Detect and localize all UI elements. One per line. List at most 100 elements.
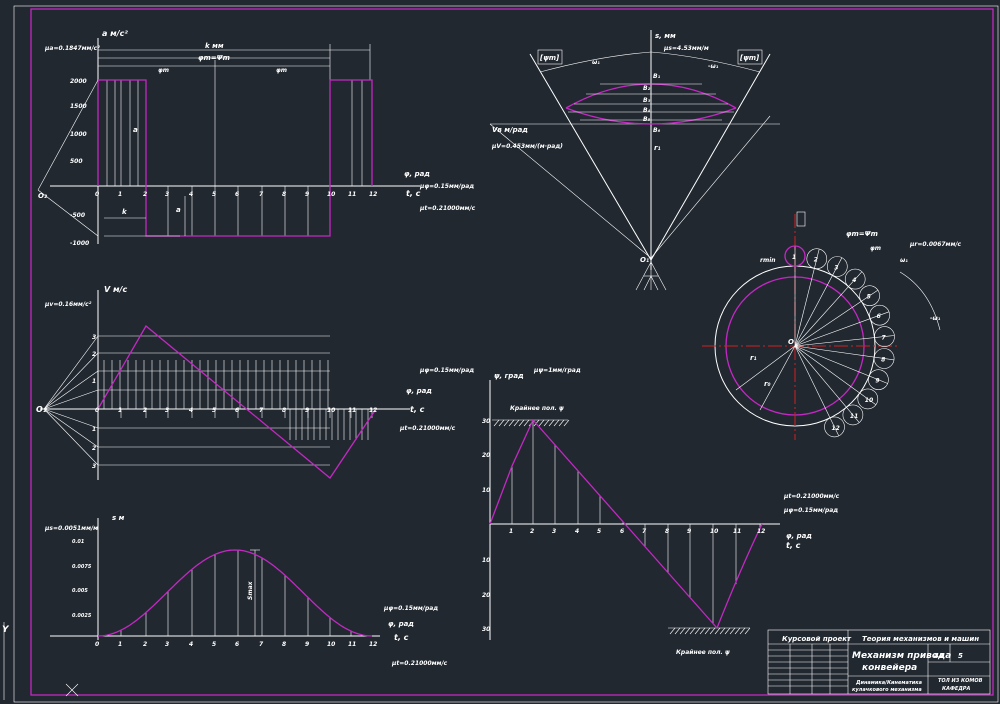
vel-ytick: 2: [92, 351, 96, 358]
angle-stop-top: Крайнее пол. ψ: [510, 405, 564, 412]
vel-xtick: 8: [282, 407, 286, 414]
cam-roller-num: 4: [852, 277, 856, 284]
angle-ytick: 30: [482, 626, 490, 633]
accel-xtick: 2: [143, 191, 147, 198]
disp-xtick: 12: [369, 641, 377, 648]
tb-subtitle-1: Динамика/Кинематика: [855, 680, 923, 686]
vel-fan-ray: [43, 335, 99, 410]
accel-ytick: 2000: [70, 78, 87, 85]
cam-ray: [794, 345, 840, 437]
accel-ytick: 1000: [70, 131, 87, 138]
tb-subtitle-2: кулачкового механизма: [852, 687, 922, 693]
accel-axis-t: t, с: [406, 189, 421, 198]
accel-ytick: -500: [70, 212, 85, 219]
cam-roller-num: 7: [882, 335, 887, 342]
fan-r-label: r₁: [654, 144, 661, 152]
disp-xtick: 11: [348, 641, 356, 648]
cam-roller: [874, 326, 895, 347]
cam-ray: [794, 257, 843, 347]
fan-point-5: B₅: [643, 116, 651, 123]
accel-xtick: 11: [348, 191, 356, 198]
angle-axis-phi: φ, рад: [786, 532, 812, 540]
disp-xtick: 3: [165, 641, 169, 648]
cam-roller: [842, 404, 864, 426]
accel-ytick: -1000: [70, 240, 89, 247]
angle-hatch: [729, 627, 736, 635]
angle-hatch: [719, 627, 726, 635]
tb-doc-type: Курсовой проект: [782, 635, 852, 643]
angle-hatch: [558, 419, 565, 427]
accel-y-label: a м/с²: [102, 29, 128, 38]
vel-xtick: 11: [348, 407, 356, 414]
disp-xtick: 5: [212, 641, 216, 648]
fan-omega-right: -ω₁: [708, 63, 719, 70]
angle-hatch: [694, 627, 701, 635]
vel-scale-label: μv=0.16мм/с²: [44, 301, 92, 308]
cam-rmin: rmin: [760, 257, 776, 264]
angle-xtick: 3: [552, 528, 556, 535]
tb-subject: Теория механизмов и машин: [862, 635, 979, 643]
vel-ytick: 3: [92, 334, 96, 341]
cam-roller-num: 5: [867, 294, 871, 301]
disp-ytick: 0.01: [72, 539, 84, 545]
angle-hatch: [704, 627, 711, 635]
angle-hatch: [508, 419, 515, 427]
cam-ray: [794, 345, 877, 406]
cam-roller: [784, 245, 806, 267]
angle-scale-t: μt=0.21000мм/с: [783, 493, 840, 500]
fan-base-support: [635, 261, 667, 291]
accel-ytick: 1500: [70, 103, 87, 110]
fan-base: O₁: [640, 256, 649, 264]
outer-frame: [13, 5, 999, 703]
angle-scale-label: μψ=1мм/град: [533, 367, 581, 374]
angle-hatch: [538, 419, 545, 427]
disp-xtick: 8: [282, 641, 286, 648]
angle-plot: ψ, град μψ=1мм/град Крайнее пол. ψ Крайн…: [482, 367, 840, 656]
disp-ytick: 0.005: [72, 588, 88, 594]
angle-xtick: 9: [687, 528, 691, 535]
cam-roller-num: 3: [834, 265, 838, 272]
angle-hatch: [669, 627, 676, 635]
disp-axis-phi: φ, рад: [388, 620, 414, 628]
disp-scale-phi: μφ=0.15мм/рад: [383, 605, 438, 612]
fan-point-6: B₆: [653, 127, 661, 134]
cam-roller: [859, 285, 880, 307]
disp-xtick: 9: [305, 641, 309, 648]
angle-stop-bottom: Крайнее пол. ψ: [676, 649, 730, 656]
vel-xtick: 10: [327, 407, 335, 414]
fan-point-1: B₁: [653, 73, 661, 80]
angle-xtick: 8: [665, 528, 669, 535]
cam-ray: [794, 345, 888, 384]
accel-xtick: 10: [327, 191, 335, 198]
angle-hatch: [744, 627, 751, 635]
cam-roller: [826, 256, 848, 277]
cam-ray: [794, 311, 890, 347]
tb-title-2: конвейера: [862, 663, 917, 673]
accel-phi-left: φm: [158, 67, 169, 74]
cam-ray: [794, 345, 895, 361]
disp-y-label: s м: [112, 514, 125, 522]
angle-xtick: 6: [620, 528, 624, 535]
angle-hatch: [679, 627, 686, 635]
angle-hatch: [518, 419, 525, 427]
vel-y-label: V м/с: [104, 285, 127, 294]
angle-xtick: 2: [530, 528, 534, 535]
accel-mark-a: a: [133, 126, 138, 134]
disp-xtick: 2: [143, 641, 147, 648]
inner-frame: [30, 8, 994, 696]
vel-scale-t: μt=0.21000мм/с: [399, 425, 456, 432]
angle-xtick: 11: [733, 528, 741, 535]
disp-ytick: 0.0025: [72, 613, 92, 619]
accel-plot: a м/с² μa=0.1847мм/с² k мм φm=Ψm φm φm O…: [37, 29, 476, 247]
cam-ray: [794, 271, 863, 347]
vel-ytick: 2: [92, 445, 96, 452]
fan-mu-label: μV=0.453мм/(м·рад): [491, 143, 563, 150]
vel-xtick: 4: [189, 407, 193, 414]
angle-ytick: 20: [482, 592, 490, 599]
angle-hatch: [699, 627, 706, 635]
angle-hatch: [734, 627, 741, 635]
disp-smax: Smax: [247, 580, 254, 600]
accel-pole: O₂: [38, 192, 48, 200]
